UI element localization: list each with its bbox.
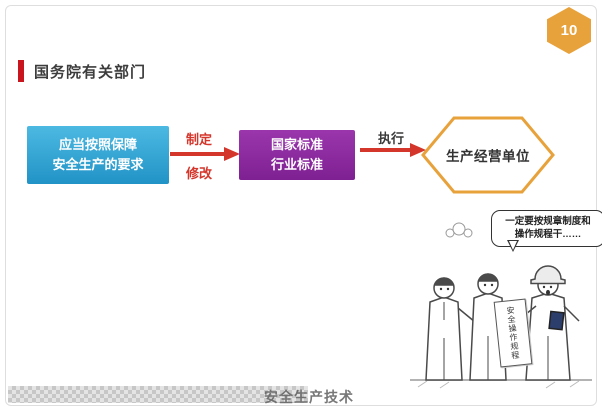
standards-line2: 行业标准	[270, 157, 323, 172]
page-number: 10	[560, 22, 578, 39]
workers-illustration	[410, 222, 592, 389]
flow-arrow-1-icon	[170, 147, 240, 161]
unit-hexagon-label: 生产经营单位	[446, 149, 530, 164]
regulation-paper: 安全操作规程	[493, 298, 533, 368]
standards-line1: 国家标准	[270, 136, 323, 152]
arrow2-label: 执行	[378, 131, 405, 146]
slide-title-block: 国务院有关部门	[18, 60, 146, 82]
mosaic-censor-strip	[8, 386, 308, 403]
standards-box: 国家标准 行业标准	[239, 130, 355, 180]
speech-bubble-line2: 操作规程干……	[514, 229, 582, 241]
requirement-box: 应当按照保障 安全生产的要求	[27, 126, 169, 184]
arrow1-label-bottom: 修改	[186, 166, 213, 181]
speech-bubble-line1: 一定要按规章制度和	[505, 216, 591, 227]
title-accent-bar	[18, 60, 24, 82]
arrow1-label-top: 制定	[186, 132, 213, 147]
safety-badge	[548, 310, 565, 331]
hard-hat-icon	[530, 265, 566, 285]
foreman-figure	[516, 265, 580, 381]
page-title: 国务院有关部门	[34, 63, 147, 81]
worker-figure-left	[425, 277, 476, 381]
speech-bubble: 一定要按规章制度和 操作规程干……	[491, 210, 602, 252]
requirement-line1: 应当按照保障	[58, 136, 137, 152]
slide-frame	[5, 5, 597, 406]
hexagon-outline-icon	[421, 116, 555, 194]
flow-arrow-2-icon	[360, 143, 426, 157]
cloud-icon	[445, 222, 473, 238]
unit-hexagon: 生产经营单位	[420, 115, 556, 195]
requirement-line2: 安全生产的要求	[52, 157, 144, 172]
watermark-text: 安全生产技术	[264, 389, 354, 405]
